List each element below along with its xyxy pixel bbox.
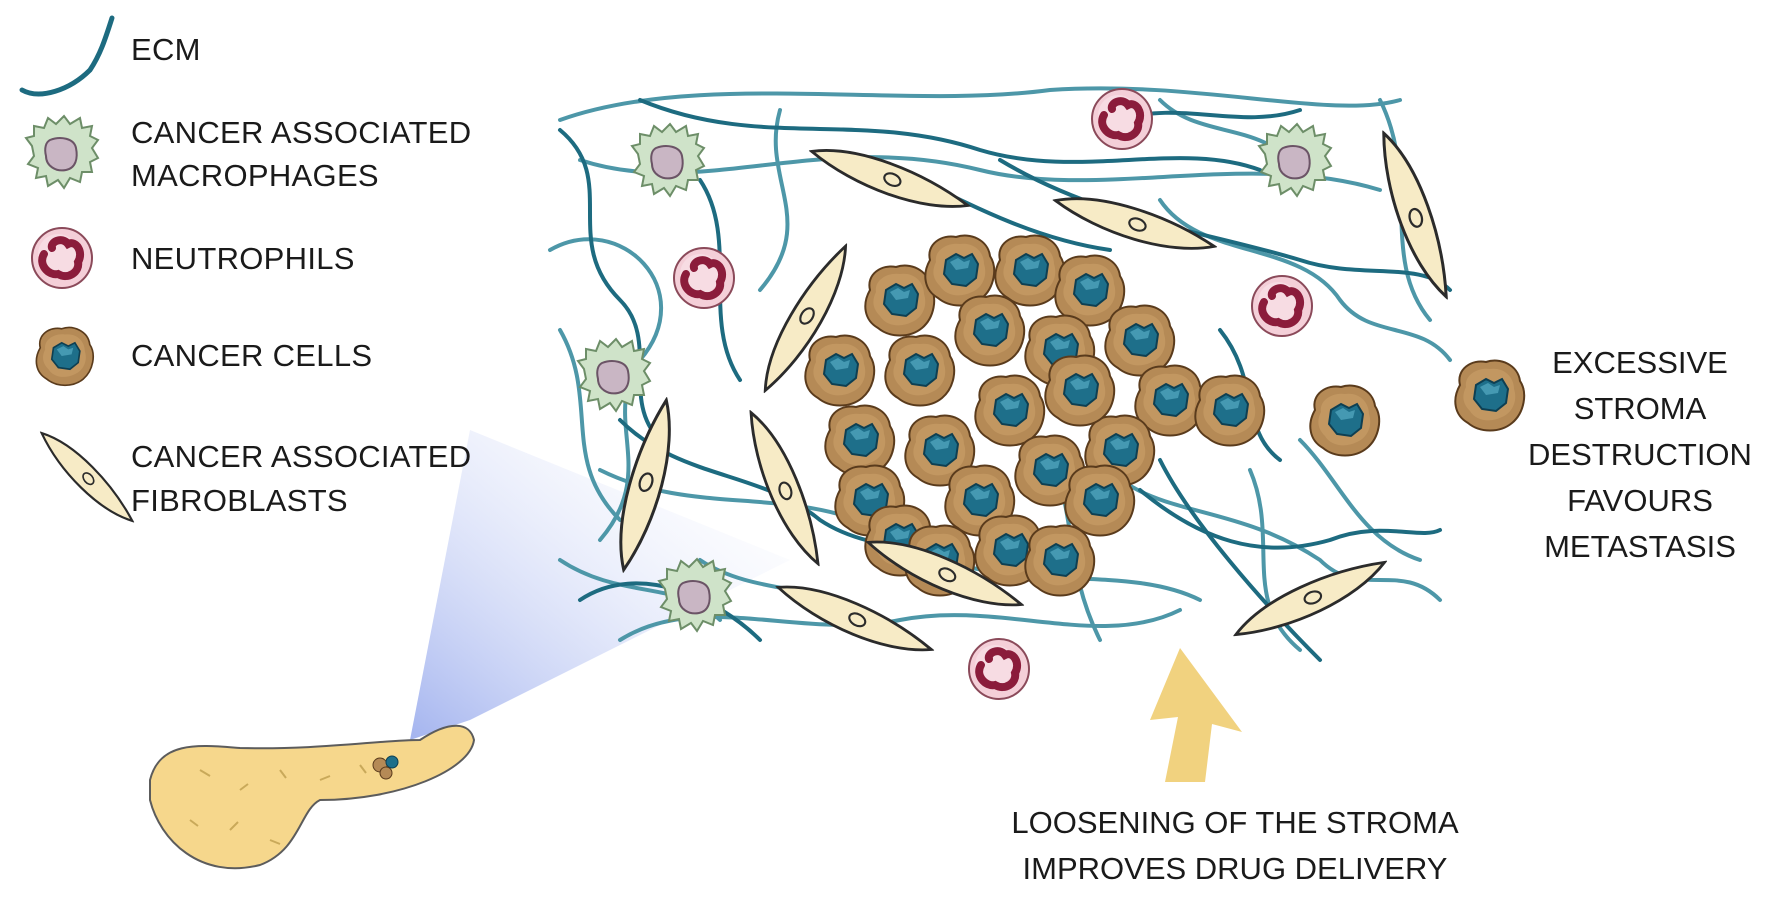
macrophage-legend-icon — [25, 115, 99, 189]
metastasis-line: DESTRUCTION — [1528, 437, 1752, 472]
metastasis-annotation: EXCESSIVE STROMA DESTRUCTION FAVOURS MET… — [1520, 340, 1760, 570]
legend-cancer-cells-label: CANCER CELLS — [131, 338, 373, 373]
drug-delivery-line: IMPROVES DRUG DELIVERY — [1022, 851, 1448, 886]
macrophage-cell — [1258, 123, 1332, 197]
drug-delivery-annotation: LOOSENING OF THE STROMA IMPROVES DRUG DE… — [985, 800, 1485, 892]
legend-macrophages-line1: CANCER ASSOCIATED — [131, 115, 472, 150]
legend-neutrophils-label: NEUTROPHILS — [131, 241, 355, 276]
escaping-cancer-cell — [1194, 374, 1266, 447]
drug-delivery-line: LOOSENING OF THE STROMA — [1011, 805, 1459, 840]
metastasis-line: STROMA — [1573, 391, 1707, 426]
escaping-cancer-cell — [1454, 359, 1526, 432]
neutrophil-cell — [969, 639, 1029, 699]
ecm-legend-icon — [19, 15, 115, 97]
neutrophil-cell — [1092, 89, 1152, 149]
macrophage-cell — [631, 123, 705, 197]
metastasis-line: METASTASIS — [1544, 529, 1736, 564]
escaping-cancer-cell — [1309, 384, 1381, 457]
neutrophil-cell — [674, 248, 734, 308]
drug-delivery-arrow — [1150, 648, 1242, 782]
zoom-cone — [410, 430, 790, 740]
metastasis-line: EXCESSIVE — [1552, 345, 1728, 380]
tumor-cluster — [804, 234, 1206, 597]
legend-macrophages-line2: MACROPHAGES — [131, 158, 379, 193]
metastasis-line: FAVOURS — [1567, 483, 1713, 518]
legend-ecm-label: ECM — [131, 32, 201, 67]
legend-fibroblasts-line2: FIBROBLASTS — [131, 483, 348, 518]
cancer-cell-legend-icon — [35, 326, 95, 387]
legend-fibroblasts-line1: CANCER ASSOCIATED — [131, 439, 472, 474]
fibroblast-legend-icon — [36, 420, 138, 535]
neutrophil-legend-icon — [32, 228, 92, 288]
pancreas-organ — [149, 724, 476, 870]
macrophage-cell — [577, 338, 651, 412]
neutrophil-cell — [1252, 276, 1312, 336]
